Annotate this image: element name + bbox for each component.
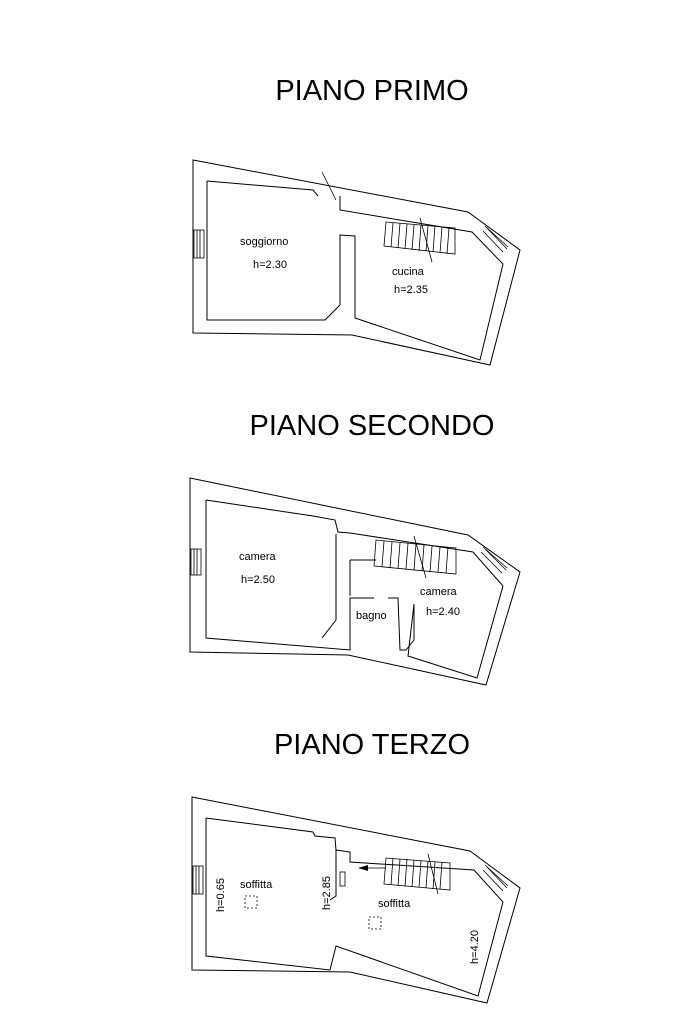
floor-plan-terzo: PIANO TERZO	[191, 729, 521, 1004]
room-height: h=2.40	[426, 606, 460, 618]
window-left	[190, 548, 202, 576]
skylight-marker	[368, 916, 382, 930]
room-label: cucina	[392, 266, 425, 278]
walls	[191, 796, 521, 1004]
floor-plan-secondo: PIANO SECONDO	[189, 410, 521, 686]
staircase	[373, 535, 457, 579]
walls	[189, 477, 521, 686]
room-label: camera	[239, 551, 277, 563]
height-label: h=2.85	[321, 876, 333, 910]
walls	[192, 159, 521, 366]
floor-title: PIANO SECONDO	[250, 410, 495, 442]
window-left	[193, 229, 205, 259]
height-label: h=0.65	[215, 878, 227, 912]
room-label: soffitta	[240, 879, 273, 891]
room-label: soffitta	[378, 898, 411, 910]
room-height: h=2.30	[253, 259, 287, 271]
floor-title: PIANO TERZO	[274, 729, 470, 761]
skylight-marker	[244, 895, 258, 909]
room-label: bagno	[356, 610, 387, 622]
room-label: soggiorno	[240, 236, 288, 248]
room-label: camera	[420, 586, 458, 598]
room-height: h=2.50	[241, 574, 275, 586]
floor-title: PIANO PRIMO	[275, 75, 468, 107]
staircase	[383, 217, 456, 263]
room-height: h=2.35	[394, 284, 428, 296]
window-left	[192, 865, 204, 895]
floor-plan-primo: PIANO PRIMO	[192, 75, 521, 366]
window-right	[480, 546, 508, 574]
window-right	[482, 225, 509, 253]
height-label: h=4.20	[469, 930, 481, 964]
window-right	[482, 864, 509, 892]
staircase	[358, 853, 451, 895]
